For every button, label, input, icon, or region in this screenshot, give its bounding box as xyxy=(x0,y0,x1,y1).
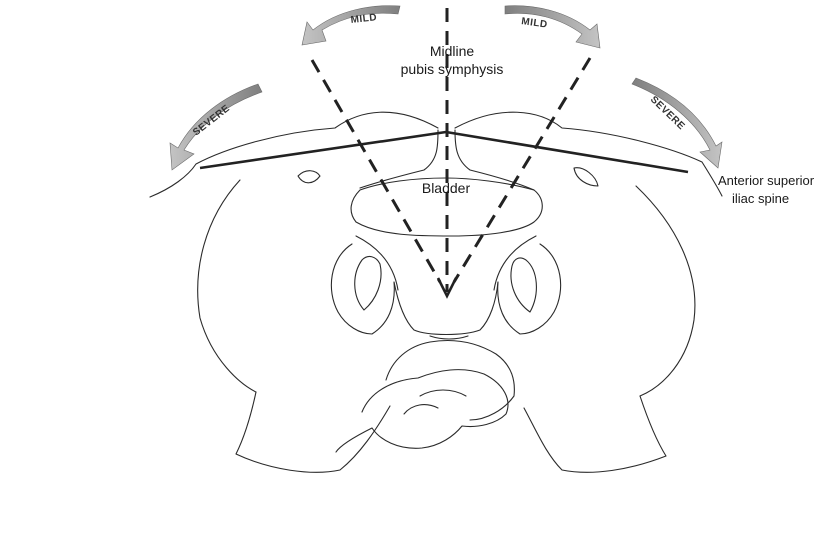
severe-right-arrow: SEVERE xyxy=(632,78,722,168)
severe-left-label: SEVERE xyxy=(191,103,232,138)
bowel-fold-1 xyxy=(420,390,466,396)
mild-right-arrow: MILD xyxy=(505,6,600,48)
bladder-label: Bladder xyxy=(422,180,471,196)
right-lower-lobe xyxy=(524,396,666,472)
bowel-fold-2 xyxy=(404,405,438,414)
left-ovary xyxy=(355,257,381,310)
cervix-line xyxy=(430,336,468,339)
left-pelvic-wall xyxy=(198,180,256,392)
right-dashed-line xyxy=(454,58,590,282)
right-foramen xyxy=(574,168,598,186)
left-lower-lobe xyxy=(236,392,390,472)
mild-right-label: MILD xyxy=(521,16,549,31)
right-pelvic-wall xyxy=(636,186,695,396)
left-tube xyxy=(356,236,398,290)
pubis-symphysis-label: pubis symphysis xyxy=(401,61,504,77)
mild-left-arrow: MILD xyxy=(302,6,400,45)
severe-left-arrow: SEVERE xyxy=(170,84,262,170)
left-interspinous-line xyxy=(200,132,446,168)
pelvis-outline xyxy=(150,112,722,472)
bowel-loops xyxy=(336,370,508,452)
left-adnexa xyxy=(331,244,394,334)
mild-left-label: MILD xyxy=(350,12,377,26)
midline-label: Midline xyxy=(430,43,475,59)
right-ovary xyxy=(511,258,536,312)
left-foramen xyxy=(298,171,320,183)
asis-label-line1: Anterior superior xyxy=(718,173,815,188)
asis-label-line2: iliac spine xyxy=(732,191,789,206)
right-interspinous-line xyxy=(446,132,688,172)
right-adnexa xyxy=(498,244,561,334)
